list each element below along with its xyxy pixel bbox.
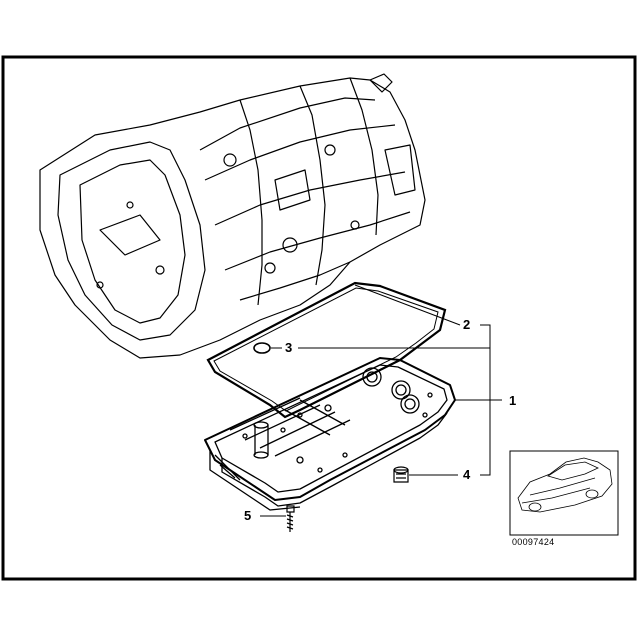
vehicle-thumbnail [509,450,619,536]
o-ring [253,342,271,354]
diagram-border [1,55,637,581]
callout-5: 5 [244,508,252,523]
oil-pan-gasket [206,281,447,419]
callout-2: 2 [463,317,471,332]
catalog-number: 00097424 [512,537,555,547]
screw [286,505,295,532]
leader-lines [260,284,502,517]
transmission-housing [39,73,426,359]
oil-pan [204,357,456,511]
callout-1: 1 [509,393,517,408]
callout-4: 4 [463,467,471,482]
callout-3: 3 [285,340,293,355]
drain-plug [393,466,409,483]
